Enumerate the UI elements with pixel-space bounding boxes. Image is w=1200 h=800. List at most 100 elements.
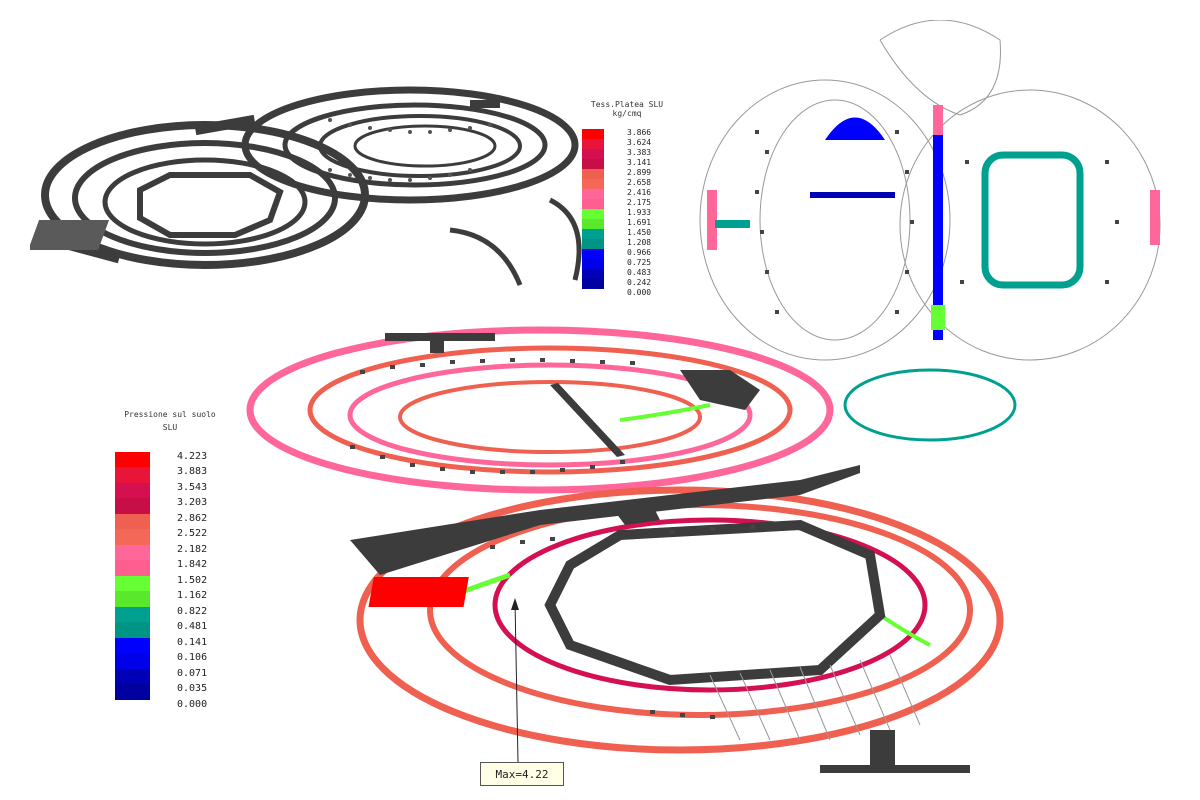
back-ring-inner: [347, 362, 753, 468]
legend-value: 1.450: [627, 228, 652, 237]
legend-value: 1.208: [627, 238, 652, 247]
model-dots: [328, 118, 492, 182]
green-accent-2: [619, 403, 711, 422]
legend-swatch: [582, 199, 604, 209]
legend-value: 0.071: [177, 667, 208, 679]
plan-left-outer: [699, 79, 951, 361]
model-dark-slabs: [30, 100, 500, 264]
ring-left-mid: [72, 140, 338, 256]
bridge-center: [194, 114, 256, 136]
legend-value: 4.223: [177, 450, 208, 462]
legend-value: 1.691: [627, 218, 652, 227]
ring-right-inner: [318, 114, 522, 178]
max-leader-line: [514, 599, 519, 763]
arc-right-outer2: [449, 227, 523, 286]
legend-swatch: [582, 189, 604, 199]
legend-value: 2.522: [177, 528, 208, 540]
legend-swatch: [115, 668, 150, 685]
stair-block: [30, 220, 110, 250]
legend-value: 3.141: [627, 158, 652, 167]
legend-value: 0.725: [627, 258, 652, 267]
legend-swatch: [115, 684, 150, 700]
plan-blue-beam: [810, 192, 895, 198]
back-ring-outer: [246, 326, 834, 494]
top-walkway-stem: [430, 333, 444, 353]
legend-swatch: [582, 179, 604, 189]
isometric-structure-model: [30, 86, 582, 286]
legend-swatch: [115, 591, 150, 607]
legend-value: 1.162: [177, 590, 208, 602]
side-ring-right: [843, 368, 1017, 442]
legend-value: 0.242: [627, 278, 652, 287]
main-pressure-view: [246, 326, 1017, 773]
legend-swatch: [582, 209, 604, 219]
legend-swatch: [115, 560, 150, 576]
plan-colored-elements: [707, 105, 1160, 340]
legend-value: 0.483: [627, 268, 652, 277]
plan-red-column-top: [933, 105, 943, 135]
plan-right-connector: [1150, 190, 1160, 245]
legend-pressione-title-line2: SLU: [162, 423, 178, 432]
front-seating-lines: [709, 654, 921, 741]
legend-value: 1.842: [177, 559, 208, 571]
main-dots: [350, 358, 755, 719]
legend-swatch: [115, 529, 150, 545]
legend-value: 2.658: [627, 178, 652, 187]
legend-swatch: [115, 482, 150, 499]
legend-swatch: [115, 606, 150, 623]
legend-value: 2.416: [627, 188, 652, 197]
legend-swatch: [115, 467, 150, 483]
legend-swatch: [582, 229, 604, 239]
legend-platea-title-line2: kg/cmq: [612, 109, 642, 118]
legend-swatch: [582, 129, 604, 139]
legend-swatch: [115, 637, 150, 654]
legend-swatch: [115, 653, 150, 669]
legend-value: 0.000: [177, 698, 208, 710]
ring-right-outer: [241, 86, 579, 204]
center-bridge: [350, 465, 860, 575]
legend-swatch: [582, 139, 604, 149]
legend-swatch: [582, 269, 604, 279]
legend-value: 3.883: [177, 466, 208, 478]
field-left: [137, 172, 284, 238]
max-value-callout: Max=4.22: [480, 762, 564, 786]
legend-swatch: [115, 622, 150, 638]
arc-right-outer: [548, 197, 582, 281]
legend-swatch: [582, 249, 604, 259]
plan-view-diagram: [699, 20, 1161, 361]
legend-swatch: [582, 219, 604, 229]
back-ring-field: [398, 380, 702, 454]
legend-value: 0.966: [627, 248, 652, 257]
legend-value: 2.182: [177, 543, 208, 555]
legend-value: 0.481: [177, 621, 208, 633]
green-accent-3: [878, 613, 931, 647]
plan-teal-field: [981, 151, 1084, 289]
legend-value: 3.624: [627, 138, 652, 147]
max-leader-arrowhead: [511, 598, 519, 610]
legend-platea-title: Tess.Platea SLU kg/cmq: [582, 100, 672, 118]
legend-swatch: [582, 169, 604, 179]
legend-value: 0.106: [177, 652, 208, 664]
legend-value: 1.933: [627, 208, 652, 217]
legend-swatch: [582, 159, 604, 169]
legend-swatch: [115, 575, 150, 592]
plan-blue-column: [933, 120, 943, 340]
legend-swatch: [115, 451, 150, 468]
main-rings: [246, 326, 1017, 754]
legend-value: 0.141: [177, 636, 208, 648]
back-ring-mid: [307, 345, 793, 475]
bottom-walkway-stem: [870, 730, 895, 770]
legend-value: 0.000: [627, 288, 652, 297]
legend-value: 3.383: [627, 148, 652, 157]
plan-dots: [755, 130, 1119, 314]
legend-swatch: [582, 239, 604, 249]
legend-swatch: [582, 149, 604, 159]
legend-swatch: [582, 279, 604, 289]
plan-blue-dome: [825, 117, 885, 140]
max-zone-block: [368, 577, 469, 607]
legend-pressione-title: Pressione sul suolo SLU: [115, 410, 225, 432]
legend-value: 3.543: [177, 481, 208, 493]
legend-swatch: [115, 544, 150, 561]
